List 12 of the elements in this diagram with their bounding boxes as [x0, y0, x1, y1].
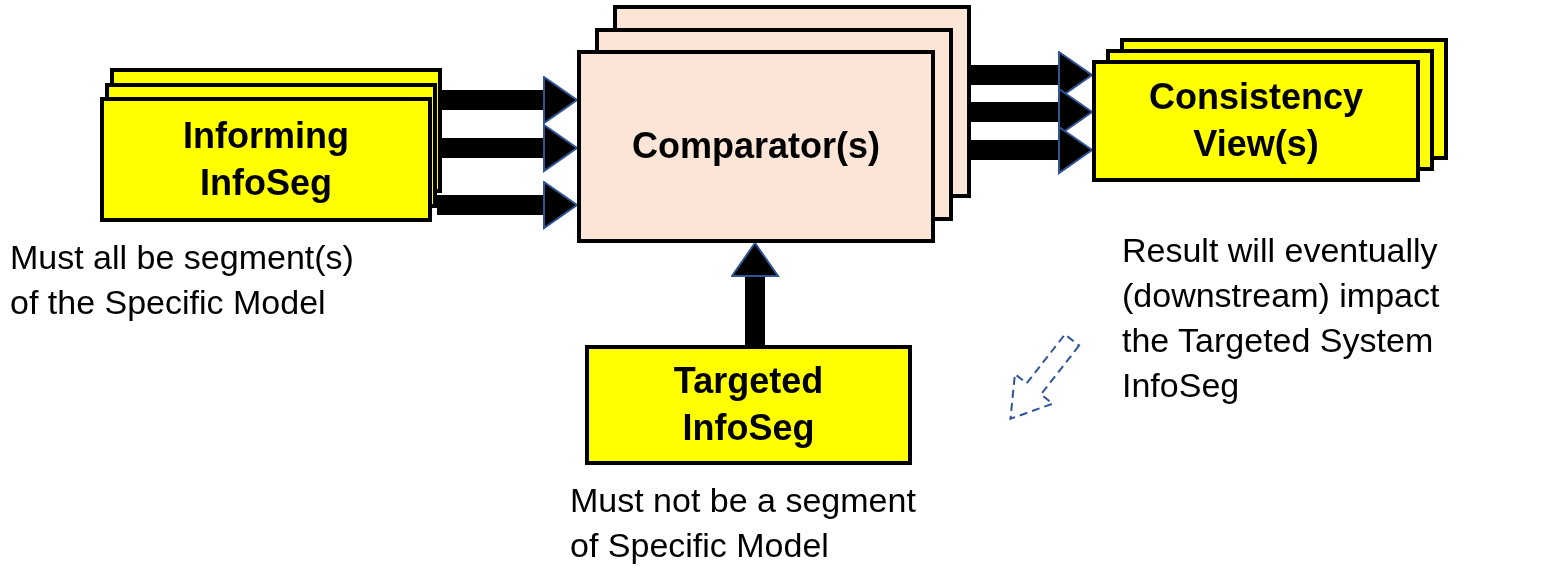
box-title: Comparator(s)	[632, 124, 880, 169]
box-title: Consistency View(s)	[1147, 75, 1365, 166]
thick-arrow	[442, 124, 578, 172]
note-text: Must not be a segment of Specific Model	[570, 480, 917, 566]
box-title: Informing InfoSeg	[182, 113, 350, 205]
thick-arrow	[971, 126, 1093, 174]
note-text: Result will eventually (downstream) impact the Targeted System InfoSeg	[1122, 230, 1441, 406]
note-text: Must all be segment(s) of the Specific Model	[10, 237, 355, 323]
thick-arrow	[442, 76, 578, 124]
thick-arrow	[731, 242, 779, 345]
box-title: Targeted InfoSeg	[672, 359, 825, 450]
thick-arrow	[437, 181, 578, 229]
